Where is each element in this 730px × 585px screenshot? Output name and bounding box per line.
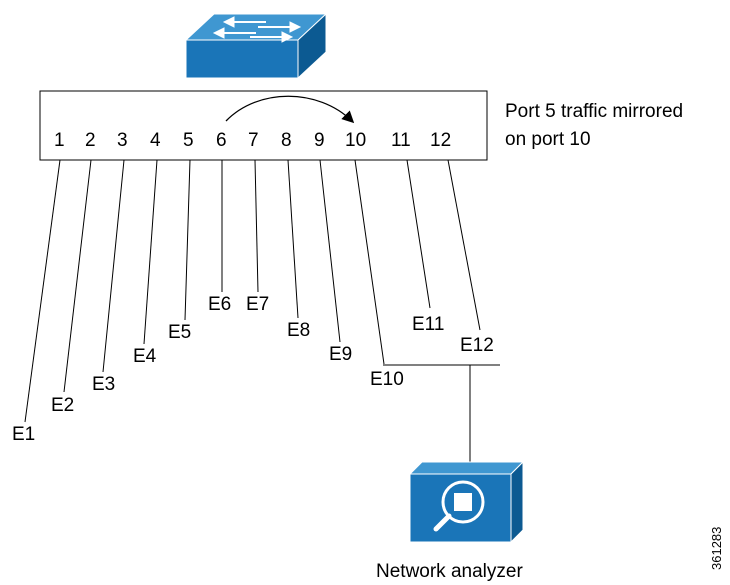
port-label: 12	[430, 130, 451, 151]
mirror-note-line2: on port 10	[505, 129, 591, 150]
port-label: 11	[391, 130, 411, 151]
endpoint-label: E7	[246, 294, 269, 315]
cable-4	[143, 159, 158, 345]
cable-10	[354, 159, 385, 365]
port-label: 7	[248, 130, 259, 151]
endpoints: E1 E2 E3 E4 E5 E6 E7 E8 E9 E10 E11 E12	[12, 294, 494, 445]
endpoint-label: E5	[168, 322, 191, 343]
cable-1	[24, 159, 61, 423]
cable-5	[184, 159, 191, 321]
port-label: 9	[314, 130, 325, 151]
cable-2	[63, 159, 92, 393]
endpoint-label: E12	[460, 335, 494, 356]
port-label: 10	[345, 130, 366, 151]
endpoint-label: E11	[412, 314, 444, 335]
port-label: 5	[183, 130, 194, 151]
endpoint-label: E6	[208, 294, 231, 315]
port-label: 3	[117, 130, 128, 151]
mirror-note-line1: Port 5 traffic mirrored	[505, 101, 683, 122]
cable-9	[319, 159, 341, 343]
endpoint-label: E2	[51, 395, 74, 416]
figure-id: 361283	[709, 527, 724, 570]
cable-8	[287, 159, 299, 319]
port-cables	[24, 159, 481, 423]
network-analyzer-icon	[408, 460, 525, 544]
mirror-arrow	[225, 95, 355, 124]
cable-12	[447, 159, 481, 331]
cable-7	[254, 159, 259, 293]
cable-3	[102, 159, 125, 373]
endpoint-label: E8	[287, 320, 310, 341]
magnifier-icon	[433, 480, 485, 532]
endpoint-label: E10	[370, 369, 404, 390]
endpoint-label: E4	[133, 346, 157, 367]
switch-icon	[184, 12, 328, 80]
analyzer-label: Network analyzer	[376, 561, 523, 582]
port-label: 8	[281, 130, 292, 151]
endpoint-label: E9	[329, 344, 352, 365]
port-numbers: 1 2 3 4 5 6 7 8 9 10 11 12	[54, 130, 451, 151]
port-label: 2	[85, 130, 96, 151]
cable-11	[406, 159, 431, 309]
port-panel	[39, 90, 488, 161]
endpoint-label: E3	[92, 374, 115, 395]
port-label: 6	[216, 130, 227, 151]
endpoint-label: E1	[12, 424, 35, 445]
port-label: 4	[150, 130, 161, 151]
switch-arrows-icon	[212, 16, 302, 43]
port-label: 1	[54, 130, 65, 151]
